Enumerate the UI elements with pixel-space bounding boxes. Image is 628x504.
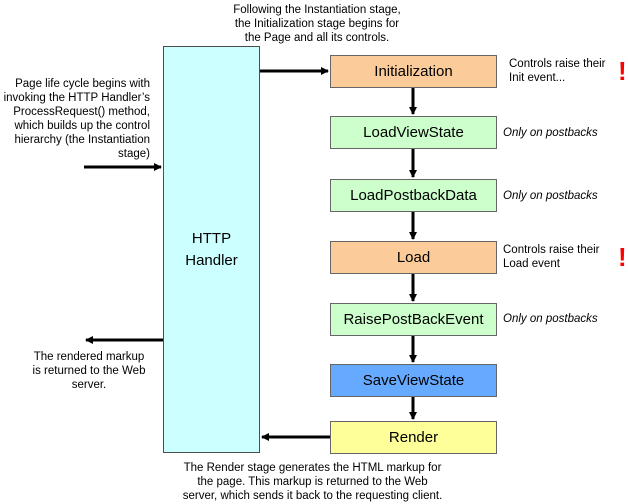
- stage-raisepostbackevent: RaisePostBackEvent: [330, 303, 497, 336]
- note-line: Only on postbacks: [503, 190, 598, 202]
- stage-loadviewstate: LoadViewState: [330, 116, 497, 149]
- render-stage-note: The Render stage generates the HTML mark…: [150, 461, 475, 503]
- stage-label: Load: [396, 249, 431, 266]
- note-line: Controls raise their: [509, 58, 606, 70]
- note-line: Following the Instantiation stage,: [233, 4, 401, 16]
- loadpostbackdata-side-note: Only on postbacks: [503, 189, 598, 203]
- handler-label-line: Handler: [185, 251, 238, 269]
- stage-saveviewstate: SaveViewState: [330, 364, 497, 397]
- note-line: the Page and all its controls.: [244, 32, 390, 44]
- note-line: server.: [71, 379, 107, 391]
- note-line: is returned to the Web: [32, 365, 146, 377]
- note-line: The rendered markup: [33, 351, 145, 363]
- stage-label: SaveViewState: [362, 372, 465, 389]
- note-line: hierarchy (the Instantiation: [14, 134, 150, 146]
- stage-label: LoadPostbackData: [350, 187, 477, 204]
- markup-returned-note: The rendered markup is returned to the W…: [24, 350, 154, 392]
- stage-loadpostbackdata: LoadPostbackData: [330, 179, 497, 212]
- initialization-alert-icon: !: [618, 56, 627, 86]
- note-line: invoking the HTTP Handler’s: [3, 92, 150, 104]
- load-side-note: Controls raise their Load event: [503, 243, 600, 271]
- stage-render: Render: [330, 421, 497, 454]
- note-line: Page life cycle begins with: [15, 78, 150, 90]
- load-alert-icon: !: [618, 242, 627, 272]
- instantiation-note: Following the Instantiation stage, the I…: [182, 3, 452, 45]
- stage-load: Load: [330, 241, 497, 274]
- note-line: Init event...: [509, 72, 566, 84]
- note-line: the page. This markup is returned to the…: [197, 476, 428, 488]
- note-line: the Initialization stage begins for: [234, 18, 400, 30]
- handler-label-line: HTTP: [191, 229, 232, 247]
- raisepostbackevent-side-note: Only on postbacks: [503, 312, 598, 326]
- loadviewstate-side-note: Only on postbacks: [503, 126, 598, 140]
- note-line: Load event: [503, 258, 560, 270]
- note-line: ProcessRequest() method,: [13, 106, 150, 118]
- lifecycle-begin-note: Page life cycle begins with invoking the…: [0, 77, 150, 161]
- stage-initialization: Initialization: [330, 55, 497, 88]
- stage-label: RaisePostBackEvent: [343, 311, 484, 328]
- stage-label: Initialization: [374, 63, 453, 80]
- note-line: stage): [118, 148, 150, 160]
- initialization-side-note: Controls raise their Init event...: [509, 57, 606, 85]
- note-line: Only on postbacks: [503, 127, 598, 139]
- stage-label: LoadViewState: [363, 124, 464, 141]
- note-line: which builds up the control: [14, 120, 150, 132]
- note-line: Controls raise their: [503, 244, 600, 256]
- note-line: The Render stage generates the HTML mark…: [183, 462, 442, 474]
- http-handler-box: HTTP Handler: [163, 46, 260, 453]
- stage-label: Render: [388, 429, 439, 446]
- note-line: Only on postbacks: [503, 313, 598, 325]
- note-line: server, which sends it back to the reque…: [182, 490, 443, 502]
